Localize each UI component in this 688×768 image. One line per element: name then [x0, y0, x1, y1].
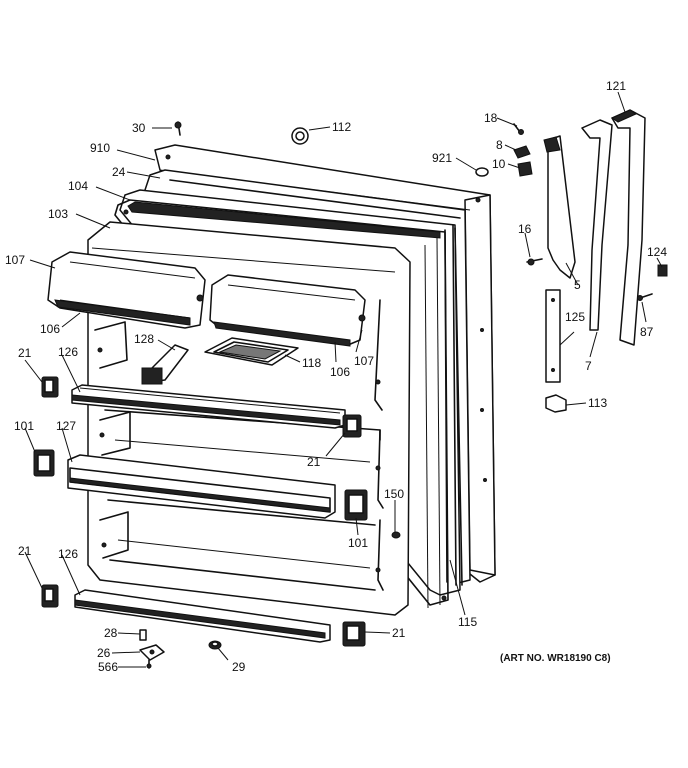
callout-28: 28	[104, 626, 118, 640]
door-gasket-strip	[444, 224, 457, 586]
callout-107-right: 107	[354, 354, 374, 368]
callout-5: 5	[574, 278, 581, 292]
callout-121: 121	[606, 79, 626, 93]
hinge-hardware	[475, 109, 668, 413]
callout-7: 7	[585, 359, 592, 373]
callout-10: 10	[492, 157, 506, 171]
callout-29: 29	[232, 660, 246, 674]
art-number: (ART NO. WR18190 C8)	[500, 653, 611, 664]
callout-8: 8	[496, 138, 503, 152]
callout-103: 103	[48, 207, 68, 221]
door-shelf-middle	[67, 454, 336, 519]
callout-113: 113	[588, 396, 607, 410]
callout-112: 112	[332, 120, 351, 134]
callout-910: 910	[90, 141, 110, 155]
callout-101-right: 101	[348, 536, 368, 550]
callout-87: 87	[640, 325, 654, 339]
callout-127: 127	[56, 419, 76, 433]
callout-104: 104	[68, 179, 88, 193]
callout-118: 118	[302, 356, 321, 370]
callout-921: 921	[432, 151, 452, 165]
callout-126-bottom: 126	[58, 547, 78, 561]
callout-125: 125	[565, 310, 585, 324]
callout-150: 150	[384, 487, 404, 501]
callout-126-top: 126	[58, 345, 78, 359]
callout-21-left-top: 21	[18, 346, 32, 360]
callout-21-right-top: 21	[307, 455, 321, 469]
shelf-supports	[33, 344, 368, 647]
callout-106-left: 106	[40, 322, 60, 336]
dairy-compartment-left	[47, 251, 206, 329]
callout-16: 16	[518, 222, 532, 236]
callout-26: 26	[97, 646, 111, 660]
callout-115: 115	[458, 615, 477, 629]
door-shelf-bottom	[74, 589, 331, 643]
callout-106-right: 106	[330, 365, 350, 379]
butter-tray	[204, 337, 299, 366]
dairy-compartment-right	[209, 274, 366, 347]
callout-101-left: 101	[14, 419, 34, 433]
callout-128: 128	[134, 332, 154, 346]
callout-30: 30	[132, 121, 146, 135]
callout-21-right-bottom: 21	[392, 626, 406, 640]
callout-labels: 30 112 910 24 104 103 107 106 128 118 10…	[5, 79, 667, 674]
callout-21-left-bottom: 21	[18, 544, 32, 558]
callout-124: 124	[647, 245, 667, 259]
callout-18: 18	[484, 111, 498, 125]
callout-566: 566	[98, 660, 118, 674]
leader-lines	[24, 91, 663, 668]
small-fasteners	[139, 121, 401, 669]
callout-107-left: 107	[5, 253, 25, 267]
callout-24: 24	[112, 165, 126, 179]
